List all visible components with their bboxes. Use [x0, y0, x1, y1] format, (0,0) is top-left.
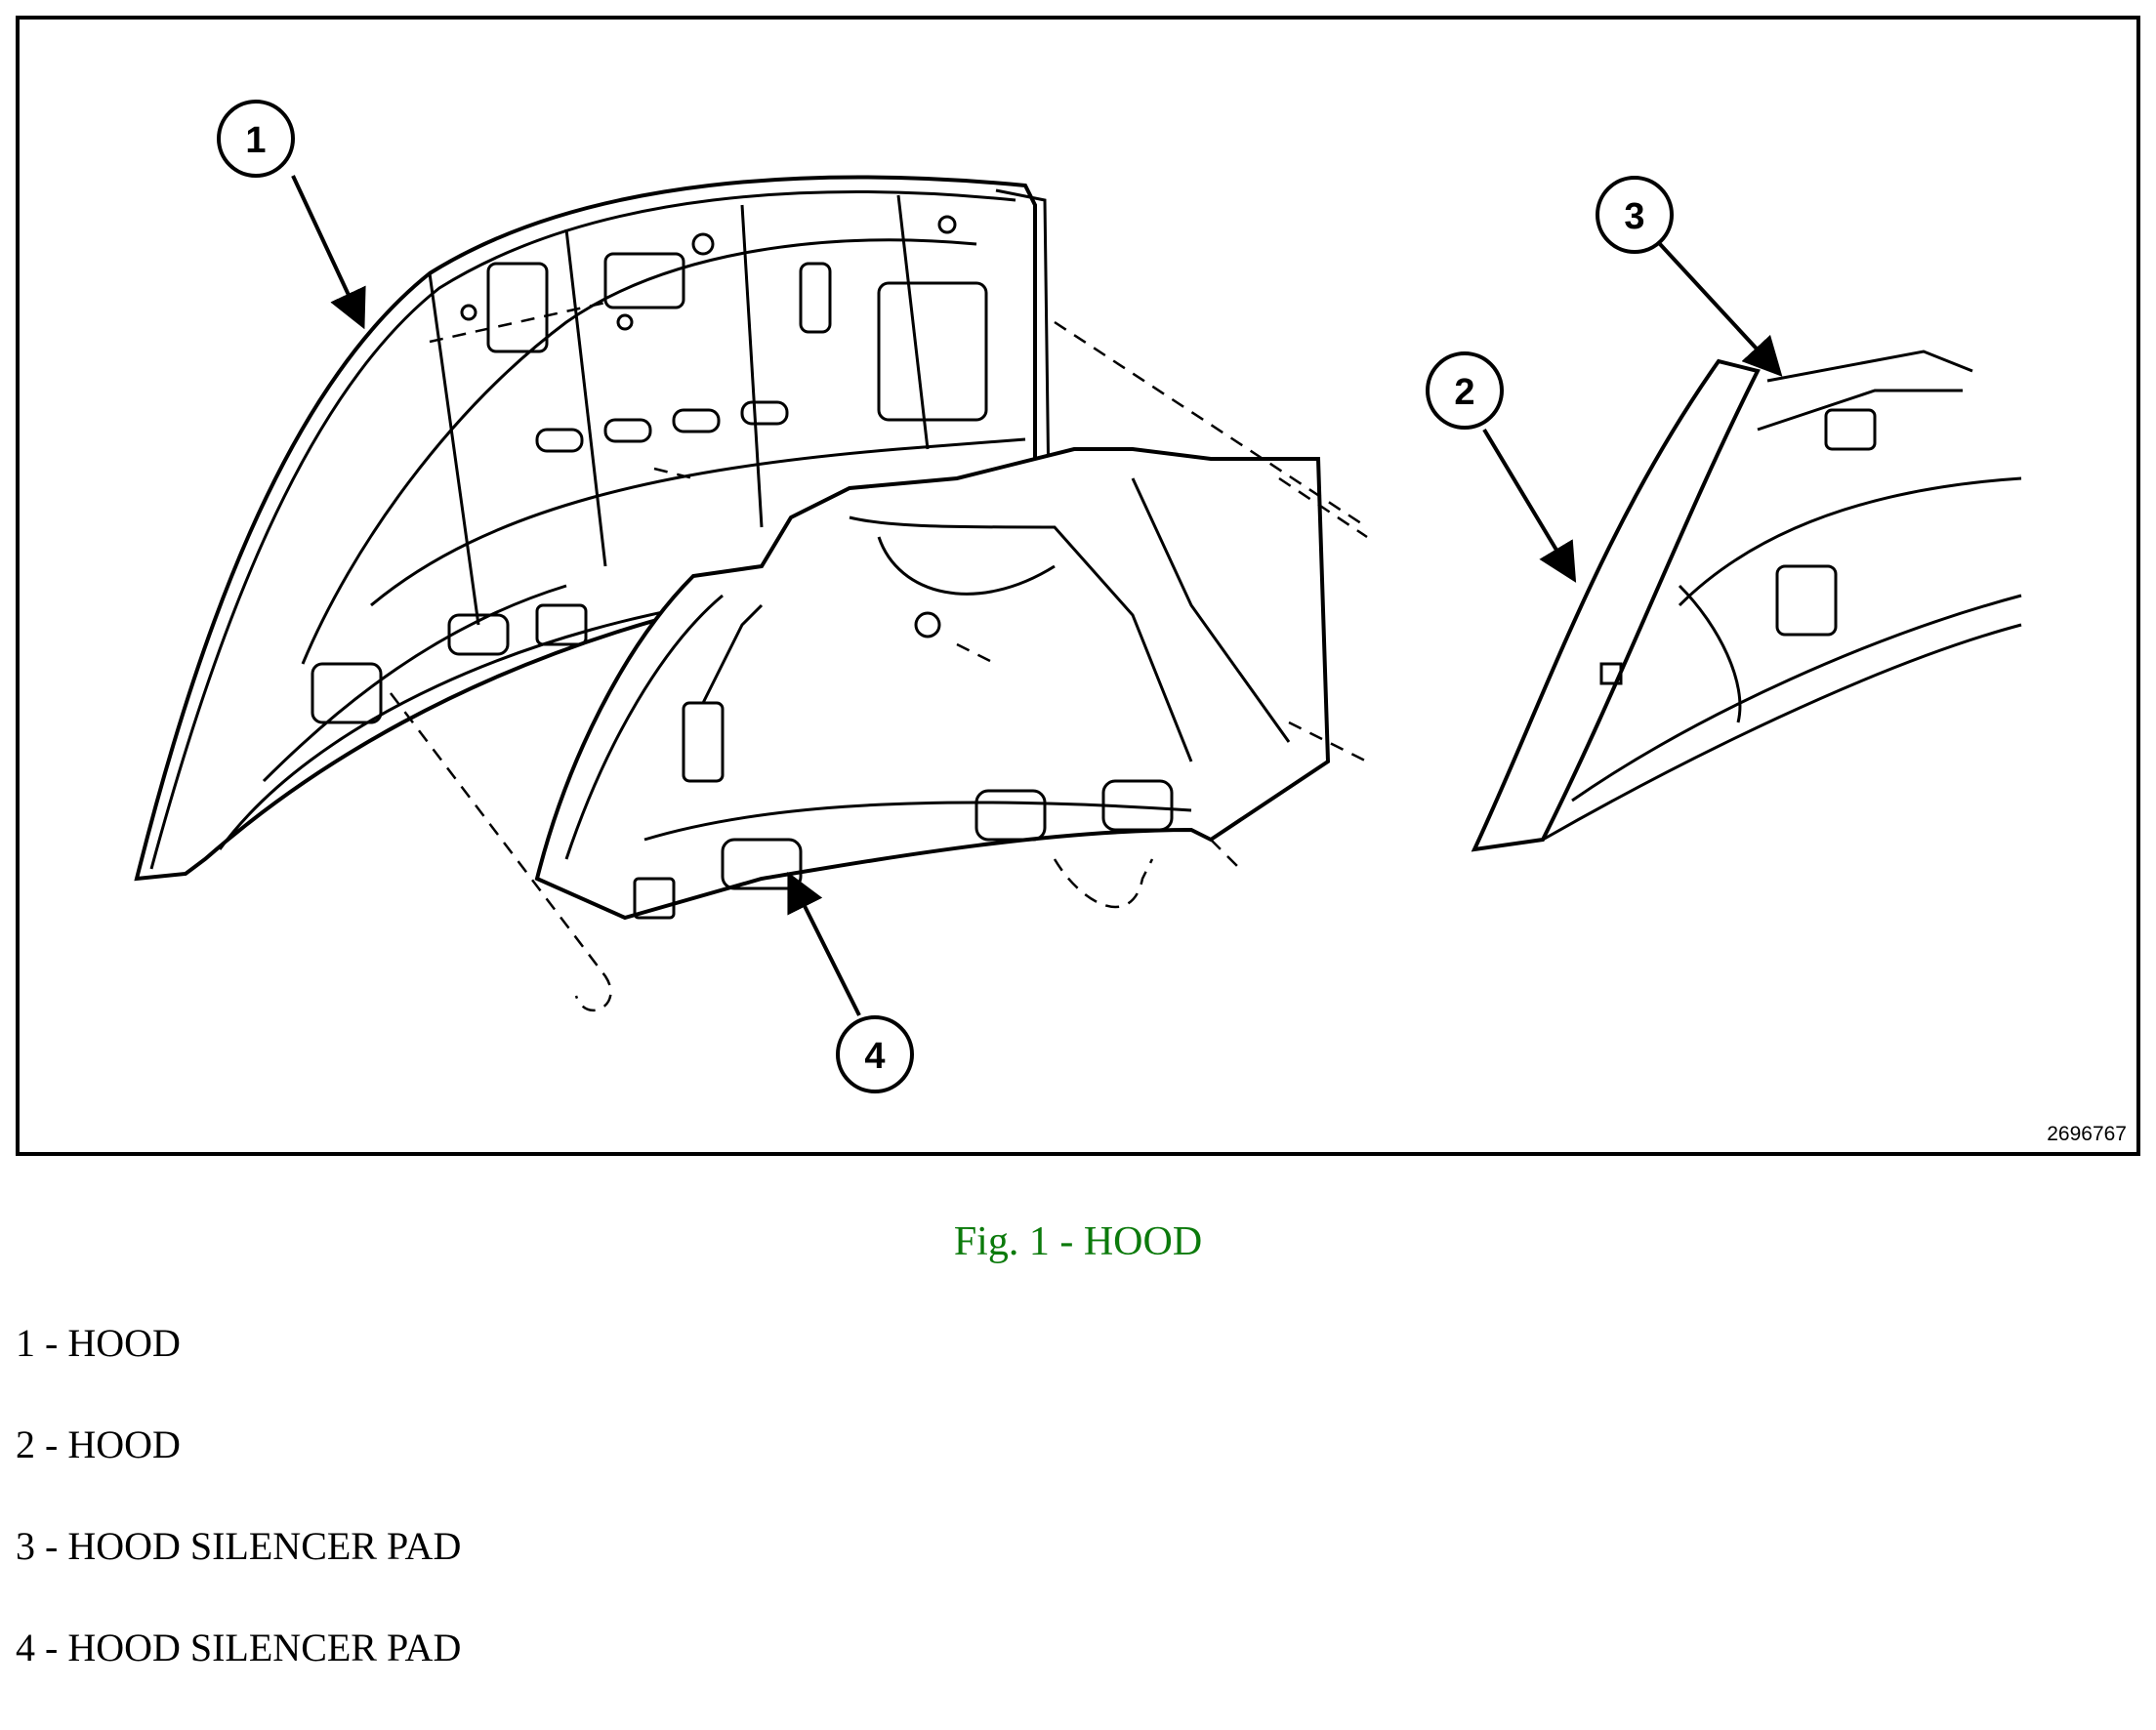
leader-4 [787, 871, 861, 1016]
svg-text:3: 3 [1624, 196, 1644, 237]
svg-text:1: 1 [245, 120, 266, 161]
legend-item: 4 - HOOD SILENCER PAD [16, 1626, 462, 1669]
callout-4: 4 [836, 1015, 914, 1093]
svg-text:4: 4 [864, 1036, 885, 1077]
legend-item: 3 - HOOD SILENCER PAD [16, 1524, 462, 1568]
callout-2: 2 [1426, 351, 1504, 430]
leader-2 [1482, 428, 1577, 583]
hood-panel-right-detail [1471, 350, 2022, 852]
legend-item: 1 - HOOD [16, 1321, 181, 1365]
hood-panel-left [134, 175, 1052, 882]
silencer-pad-left [534, 447, 1331, 921]
leader-3 [1658, 242, 1783, 377]
figure-id-label: 2696767 [2047, 1123, 2127, 1145]
callout-3: 3 [1596, 176, 1674, 254]
legend-list: 1 - HOOD 2 - HOOD 3 - HOOD SILENCER PAD … [16, 1324, 461, 1730]
alignment-lines [390, 301, 1368, 1012]
legend-item: 2 - HOOD [16, 1422, 181, 1466]
leader-1 [291, 175, 366, 330]
figure-caption: Fig. 1 - HOOD [953, 1219, 1203, 1264]
figure-frame: 1 2 3 4 2696767 [16, 16, 2140, 1156]
callout-leaders [291, 175, 1783, 1016]
hood-diagram: 1 2 3 4 [134, 100, 2022, 1093]
callout-1: 1 [217, 100, 295, 178]
svg-text:2: 2 [1454, 372, 1474, 413]
